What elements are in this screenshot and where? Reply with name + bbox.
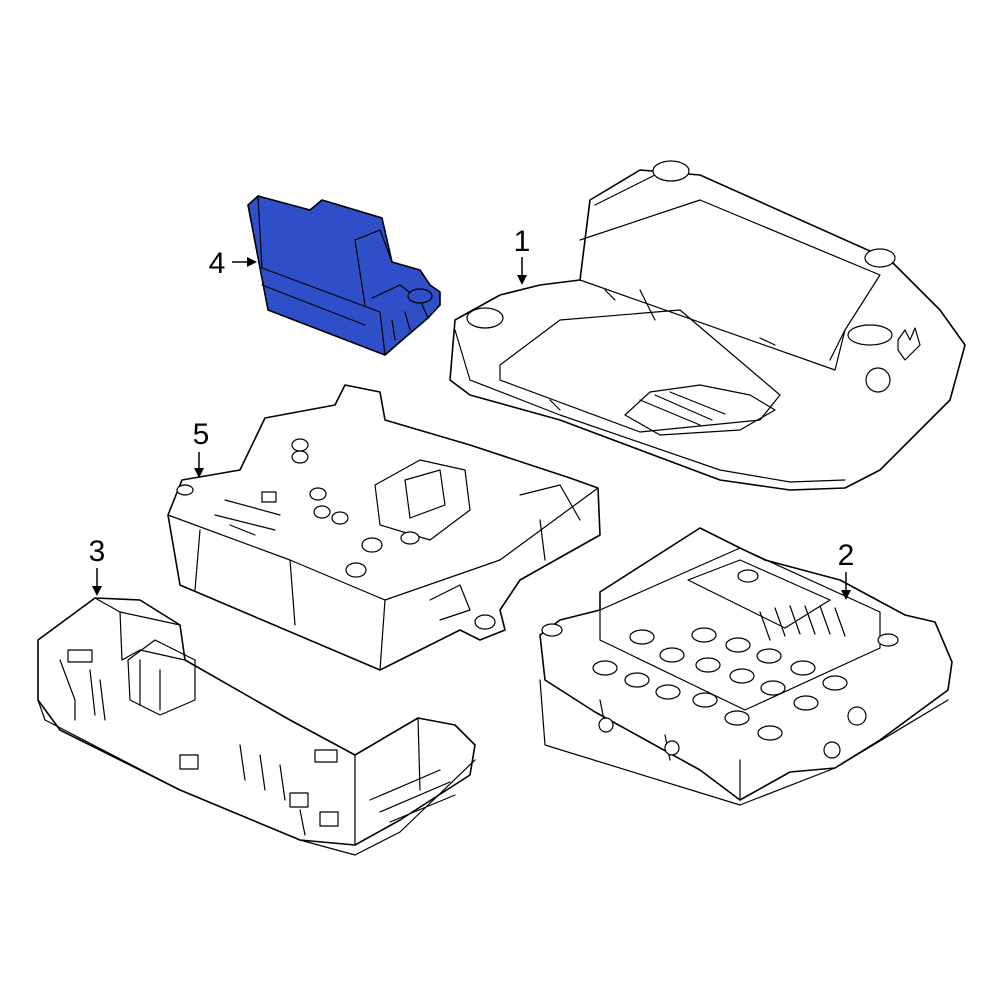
part-4-control-module[interactable] bbox=[247, 195, 441, 356]
callout-4: 4 bbox=[209, 247, 257, 280]
part-5-module-housing[interactable] bbox=[167, 384, 601, 671]
callout-3-label: 3 bbox=[89, 535, 106, 568]
callout-1-label: 1 bbox=[514, 225, 531, 258]
callout-5-label: 5 bbox=[193, 418, 210, 451]
callout-5: 5 bbox=[193, 418, 210, 478]
part-2-lower-tray[interactable] bbox=[539, 527, 953, 806]
callout-2-label: 2 bbox=[838, 539, 855, 572]
part-1-console-housing[interactable] bbox=[449, 160, 966, 491]
callout-4-label: 4 bbox=[209, 247, 226, 280]
callout-2: 2 bbox=[838, 539, 855, 600]
callout-3: 3 bbox=[89, 535, 106, 596]
callout-1: 1 bbox=[514, 225, 531, 285]
part-3-bezel-frame[interactable] bbox=[37, 597, 476, 856]
